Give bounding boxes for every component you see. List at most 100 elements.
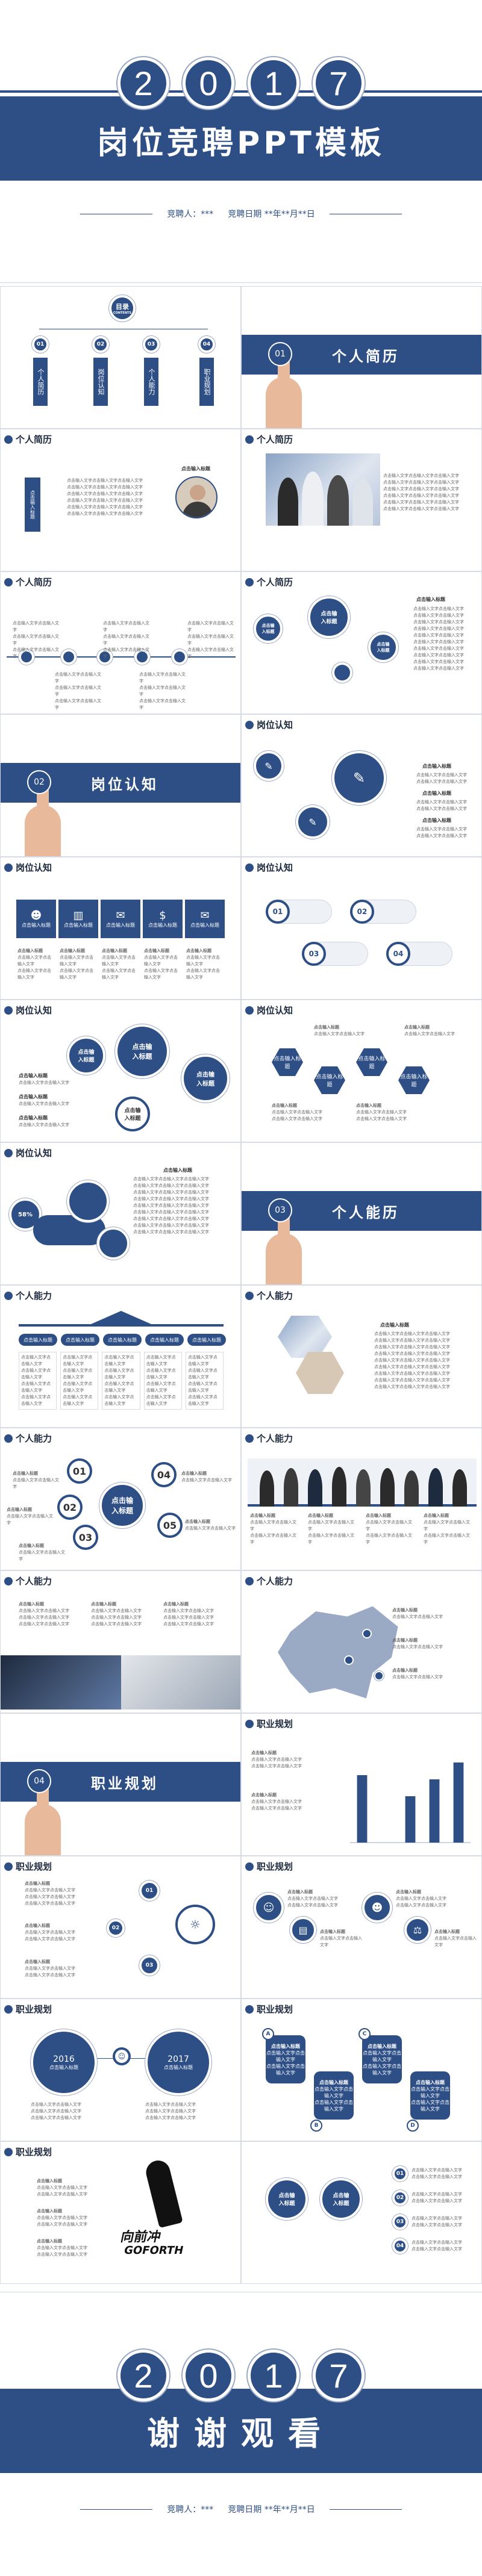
number-badge: 01 — [67, 1458, 92, 1484]
hexagon[interactable]: 点击输入标题 — [272, 1048, 303, 1076]
column-title[interactable]: 点击输入标题 — [145, 1334, 184, 1346]
bubble[interactable]: 点击输入标题 — [67, 1036, 105, 1075]
slide-ability-hexphoto[interactable]: 个人能力 点击输入标题 点击输入文字点击输入文字点击输入文字点击输入文字点击输入… — [241, 1285, 482, 1428]
slide-header: 个人简历 — [245, 433, 293, 446]
column-texts: 点击输入文字点击输入文字点击输入文字点击输入文字点击输入文字点击输入文字点击输入… — [19, 1352, 224, 1410]
toc-item-resume[interactable]: 个人简历 — [33, 358, 48, 406]
bubble-small[interactable]: 点击输入标题 — [368, 632, 398, 662]
slide-resume-1[interactable]: 个人简历 点击输入标题 点击输入文字点击输入文字点击输入文字点击输入文字点击输入… — [0, 429, 241, 571]
slide-resume-bubbles[interactable]: 个人简历 点击输入标题 点击输入标题 点击输入标题 点击输入标题 点击输入文字点… — [241, 571, 482, 714]
ending-slide: 2 0 1 7 谢谢观看 竞聘人：*** 竞聘日期 **年**月**日 — [0, 2292, 482, 2576]
slide-section-03[interactable]: 个人能历 03 — [241, 1142, 482, 1285]
bullet-icon — [4, 1148, 13, 1157]
icon-card[interactable]: ✉点击输入标题 — [185, 900, 225, 938]
step-badge: 01 — [392, 2166, 408, 2182]
slide-section-04[interactable]: 职业规划 04 — [0, 1713, 241, 1856]
hex-photo — [278, 1316, 332, 1358]
step-bubble[interactable]: 点击输入标题 — [266, 2178, 308, 2220]
slide-ability-wheel[interactable]: 个人能力 点击输入标题 01 02 03 04 05 点击输入标题点击输入文字点… — [0, 1428, 241, 1570]
item-text: 点击输入文字点击输入文字点击输入文字点击输入文字 — [416, 827, 467, 838]
icon-card[interactable]: ✉点击输入标题 — [101, 900, 140, 938]
icon-card[interactable]: ☻点击输入标题 — [16, 900, 56, 938]
slide-resume-2[interactable]: 个人简历 点击输入文字点击输入文字点击输入文字点击输入文字点击输入文字点击输入文… — [241, 429, 482, 571]
slide-ability-team[interactable]: 个人能力 点击输入标题点击输入文字点击输入文字点击输入文字点击输入文字 点击输入… — [241, 1428, 482, 1570]
chain-node[interactable] — [97, 1227, 130, 1260]
bubble-small[interactable]: 点击输入标题 — [254, 614, 283, 643]
wheel-text: 点击输入标题点击输入文字点击输入文字 — [7, 1507, 53, 1525]
slide-plan-chart[interactable]: 职业规划 点击输入标题点击输入文字点击输入文字点击输入文字点击输入文字 点击输入… — [241, 1713, 482, 1856]
item-text: 点击输入文字点击输入文字点击输入文字点击输入文字 — [416, 773, 467, 784]
hand-icon — [266, 1209, 302, 1284]
year-digit: 2 — [117, 2350, 169, 2401]
slide-header: 个人能力 — [245, 1289, 293, 1302]
chart-text: 点击输入标题点击输入文字点击输入文字点击输入文字点击输入文字 — [251, 1793, 302, 1811]
letter-card[interactable]: 点击输入标题点击输入文字点击输入文字点击输入文字点击输入文字 — [410, 2071, 450, 2120]
hexagon[interactable]: 点击输入标题 — [398, 1066, 430, 1094]
photo-title: 点击输入标题 — [181, 466, 210, 471]
slide-ability-photos[interactable]: 个人能力 点击输入标题点击输入文字点击输入文字点击输入文字点击输入文字点击输入文… — [0, 1570, 241, 1713]
slide-resume-timeline[interactable]: 个人简历 点击输入文字点击输入文字点击输入文字点击输入文字点击输入文字点击输入文… — [0, 571, 241, 714]
bullet-icon — [245, 720, 254, 729]
step-bubble[interactable]: 点击输入标题 — [320, 2178, 362, 2220]
slide-toc[interactable]: 目录 CONTENTS 01 02 03 04 个人简历 岗位认知 个人能力 职… — [0, 286, 241, 429]
hex-text: 点击输入标题点击输入文字点击输入文字点击输入文字点击输入文字 — [356, 1103, 407, 1121]
slide-plan-goforth[interactable]: 职业规划 点击输入标题点击输入文字点击输入文字点击输入文字点击输入文字 点击输入… — [0, 2141, 241, 2284]
chart-bar — [357, 1775, 368, 1843]
toc-item-ability[interactable]: 个人能力 — [144, 358, 158, 406]
slide-section-02[interactable]: 岗位认知 02 — [0, 714, 241, 857]
slide-ability-columns[interactable]: 个人能力 点击输入标题 点击输入标题 点击输入标题 点击输入标题 点击输入标题 … — [0, 1285, 241, 1428]
slide-plan-steps[interactable]: 点击输入标题 点击输入标题 01 02 03 04 点击输入文字点击输入文字点击… — [241, 2141, 482, 2284]
icon-text: 点击输入标题点击输入文字点击输入文字点击输入文字点击输入文字 — [396, 1890, 446, 1908]
column-title[interactable]: 点击输入标题 — [187, 1334, 226, 1346]
slide-header: 岗位认知 — [245, 1004, 293, 1016]
chat-icon: ✉ — [116, 909, 125, 922]
center-bubble[interactable]: 点击输入标题 — [99, 1482, 145, 1528]
hex-text: 点击输入标题点击输入文字点击输入文字 — [314, 1025, 365, 1036]
bullet-icon — [245, 1291, 254, 1300]
map-marker[interactable] — [344, 1655, 354, 1665]
icon-card[interactable]: ▥点击输入标题 — [58, 900, 98, 938]
slide-section-01[interactable]: 个人简历 01 — [241, 286, 482, 429]
toc-num: 01 — [32, 336, 49, 353]
bullet-icon — [4, 1576, 13, 1585]
slide-cognition-icons[interactable]: 岗位认知 ☻点击输入标题 ▥点击输入标题 ✉点击输入标题 $点击输入标题 ✉点击… — [0, 857, 241, 1000]
slide-cognition-numbered[interactable]: 岗位认知 01 02 03 04 — [241, 857, 482, 1000]
slide-cognition-1[interactable]: 岗位认知 ✎ ✎ ✎ 点击输入标题 点击输入文字点击输入文字点击输入文字点击输入… — [241, 714, 482, 857]
bubble[interactable]: 点击输入标题 — [115, 1024, 169, 1078]
slide-header: 个人能力 — [4, 1289, 52, 1302]
roof-triangle — [91, 1311, 151, 1324]
letter-card[interactable]: 点击输入标题点击输入文字点击输入文字点击输入文字点击输入文字 — [266, 2035, 305, 2083]
slide-plan-letters[interactable]: 职业规划 点击输入标题点击输入文字点击输入文字点击输入文字点击输入文字 点击输入… — [241, 1999, 482, 2141]
slide-plan-icons[interactable]: 职业规划 ☺ ▤ ☻ ⚖ 点击输入标题点击输入文字点击输入文字点击输入文字点击输… — [241, 1856, 482, 1999]
slide-cognition-hexagons[interactable]: 岗位认知 点击输入标题 点击输入标题 点击输入标题 点击输入标题 点击输入标题点… — [241, 1000, 482, 1142]
bubble[interactable]: 点击输入标题 — [181, 1054, 230, 1103]
toc-item-cognition[interactable]: 岗位认知 — [93, 358, 108, 406]
column-title[interactable]: 点击输入标题 — [19, 1334, 57, 1346]
toc-item-plan[interactable]: 职业规划 — [199, 358, 214, 406]
bubble-white[interactable]: 点击输入标题 — [115, 1097, 150, 1131]
map-marker[interactable] — [362, 1629, 372, 1638]
chain-text: 点击输入文字点击输入文字点击输入文字点击输入文字点击输入文字点击输入文字点击输入… — [133, 1177, 209, 1234]
chart-icon: ▥ — [73, 909, 84, 922]
slide-plan-nodes[interactable]: 职业规划 点击输入标题点击输入文字点击输入文字点击输入文字点击输入文字点击输入文… — [0, 1856, 241, 1999]
column-title[interactable]: 点击输入标题 — [103, 1334, 142, 1346]
column-title[interactable]: 点击输入标题 — [61, 1334, 99, 1346]
item-title: 点击输入标题 — [19, 1073, 48, 1078]
hexagon[interactable]: 点击输入标题 — [356, 1048, 387, 1076]
slide-ability-map[interactable]: 个人能力 点击输入标题点击输入文字点击输入文字 点击输入标题点击输入文字点击输入… — [241, 1570, 482, 1713]
china-map — [278, 1606, 398, 1699]
pen-icon: ✎ — [254, 751, 284, 781]
icon-card[interactable]: $点击输入标题 — [143, 900, 183, 938]
hexagon[interactable]: 点击输入标题 — [314, 1066, 345, 1094]
slide-header: 职业规划 — [245, 1717, 293, 1730]
chain-node[interactable] — [67, 1180, 109, 1222]
map-marker[interactable] — [374, 1671, 384, 1681]
letter-card[interactable]: 点击输入标题点击输入文字点击输入文字点击输入文字点击输入文字 — [314, 2071, 354, 2120]
letter-card[interactable]: 点击输入标题点击输入文字点击输入文字点击输入文字点击输入文字 — [362, 2035, 402, 2083]
slide-cognition-bubbles[interactable]: 岗位认知 点击输入标题 点击输入标题 点击输入标题 点击输入标题 点击输入标题 … — [0, 1000, 241, 1142]
bubble-large[interactable]: 点击输入标题 — [308, 596, 350, 638]
slide-cognition-chain[interactable]: 岗位认知 58% 点击输入标题 点击输入文字点击输入文字点击输入文字点击输入文字… — [0, 1142, 241, 1285]
